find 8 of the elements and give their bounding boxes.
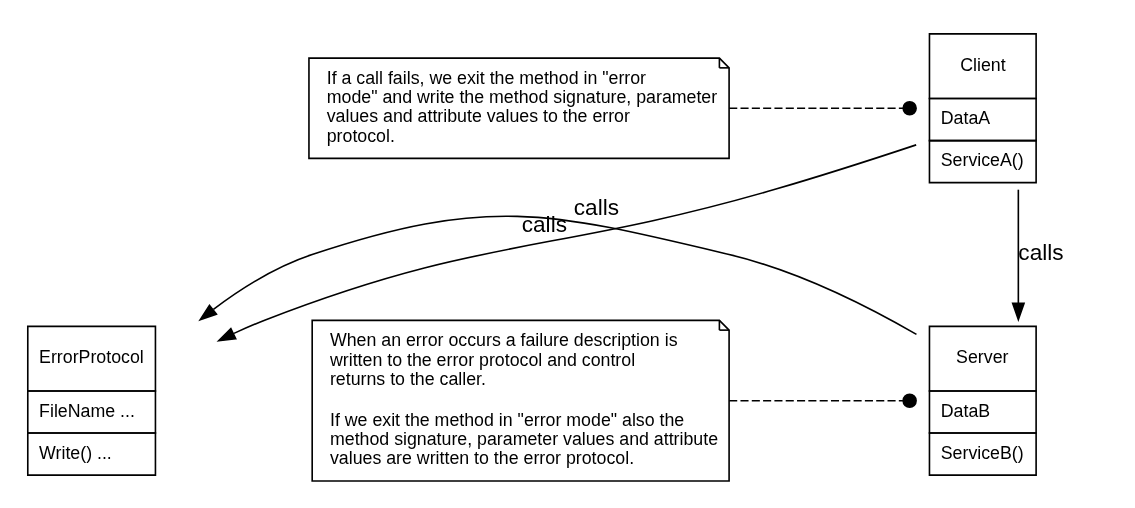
arrow bbox=[198, 215, 918, 335]
edge-label: calls bbox=[1018, 239, 1064, 265]
arrow bbox=[1011, 188, 1026, 322]
edge-label: calls bbox=[573, 194, 620, 220]
connector bbox=[728, 100, 917, 116]
edge-label: calls bbox=[521, 211, 567, 237]
arrow bbox=[216, 143, 917, 342]
connector bbox=[728, 392, 917, 408]
